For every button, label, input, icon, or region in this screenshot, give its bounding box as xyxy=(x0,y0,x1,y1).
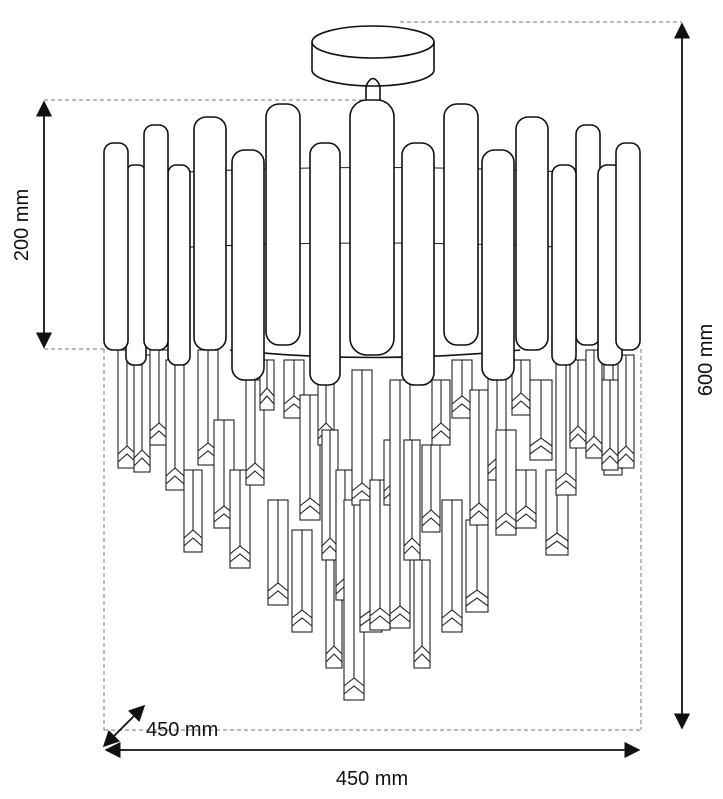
glass-tube xyxy=(167,164,191,366)
crystal-prism xyxy=(213,419,235,529)
crystal-prism xyxy=(529,379,553,461)
crystal-prism xyxy=(469,389,489,526)
glass-tube xyxy=(551,164,577,366)
ceiling-canopy xyxy=(311,25,435,100)
crystal-prism xyxy=(183,469,203,553)
crystal-prism xyxy=(197,349,219,466)
glass-tube xyxy=(515,116,549,351)
glass-tube xyxy=(125,164,147,366)
crystal-prism xyxy=(351,369,373,506)
crystal-prism xyxy=(421,444,441,533)
crystal-prism xyxy=(149,349,169,446)
crystal-prism xyxy=(267,499,289,606)
crystal-prism xyxy=(403,439,421,561)
crystal-prism xyxy=(495,429,517,536)
crystal-prisms xyxy=(117,349,635,701)
glass-tube xyxy=(481,149,515,381)
crystal-prism xyxy=(291,529,313,633)
glass-tubes xyxy=(103,99,641,386)
crystal-prism xyxy=(441,499,463,633)
glass-tube xyxy=(349,99,395,356)
crystal-prism xyxy=(165,359,185,491)
crystal-prism xyxy=(451,359,473,419)
dimension-height-total-label: 600 mm xyxy=(695,324,717,396)
crystal-prism xyxy=(617,354,635,469)
glass-tube xyxy=(193,116,227,351)
dimension-depth-label: 450 mm xyxy=(146,719,218,741)
glass-tube xyxy=(401,142,435,386)
glass-tube xyxy=(231,149,265,381)
crystal-prism xyxy=(585,349,603,459)
crystal-prism xyxy=(431,379,451,446)
glass-tube xyxy=(575,124,601,346)
glass-tube xyxy=(443,103,479,346)
crystal-prism xyxy=(601,379,619,471)
crystal-prism xyxy=(465,519,489,613)
crystal-prism xyxy=(515,469,537,529)
glass-tube xyxy=(103,142,129,351)
crystal-prism xyxy=(369,479,391,631)
dimension-width: 450 mm xyxy=(104,741,641,790)
crystal-prism xyxy=(229,469,251,569)
reference-lines xyxy=(44,21,682,731)
glass-tube xyxy=(615,142,641,351)
crystal-prism xyxy=(283,359,305,419)
crystal-prism xyxy=(299,394,321,521)
crystal-prism xyxy=(569,359,587,449)
crystal-prism xyxy=(413,559,431,669)
dimension-depth: 450 mm xyxy=(102,704,218,748)
dimension-height-upper-label: 200 mm xyxy=(11,189,33,261)
dimension-height-total: 600 mm xyxy=(673,22,717,730)
crystal-prism xyxy=(117,349,137,469)
glass-tube xyxy=(309,142,341,386)
crystal-prism xyxy=(133,354,151,473)
glass-tube xyxy=(265,103,301,346)
dimension-height-upper: 200 mm xyxy=(11,100,53,349)
glass-tube xyxy=(143,124,169,351)
dimension-width-label: 450 mm xyxy=(336,768,408,790)
